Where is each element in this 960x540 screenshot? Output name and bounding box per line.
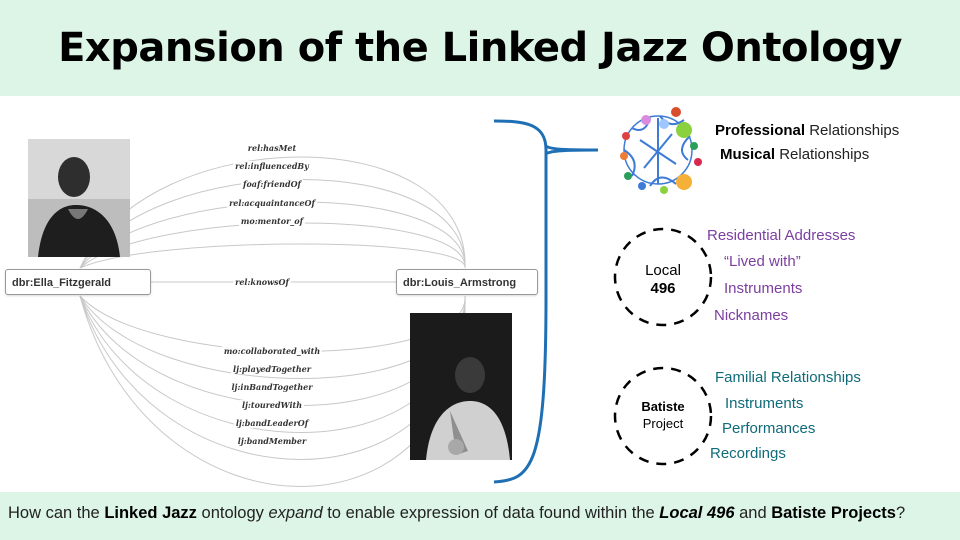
- portrait-illustration: [28, 139, 130, 257]
- network-icon: [620, 107, 702, 194]
- title-banner: [0, 0, 960, 96]
- batiste-item: Recordings: [710, 445, 786, 462]
- local496-circle: [613, 227, 713, 327]
- batiste-item: Familial Relationships: [715, 369, 861, 386]
- musical-relationships: Musical Relationships: [720, 146, 870, 163]
- rel-label: lj:touredWith: [239, 400, 305, 410]
- curly-brace: [493, 119, 548, 484]
- rel-label: lj:bandMember: [235, 436, 309, 446]
- node-louis-armstrong[interactable]: dbr:Louis_Armstrong: [396, 269, 538, 295]
- arc-top-1: [79, 156, 466, 269]
- research-question: How can the Linked Jazz ontology expand …: [8, 504, 906, 522]
- rel-label: rel:influencedBy: [233, 161, 311, 171]
- brace-tip: [544, 144, 599, 156]
- arc-bottom-1: [79, 295, 466, 352]
- arc-top-5: [79, 243, 466, 269]
- batiste-circle: [613, 366, 713, 466]
- professional-relationships: Professional Relationships: [715, 122, 900, 139]
- local496-label: Local 496: [645, 262, 681, 297]
- rel-label: lj:playedTogether: [231, 364, 313, 374]
- louis-armstrong-photo: [410, 313, 512, 460]
- batiste-label: Batiste Project: [641, 399, 685, 431]
- rel-label: rel:acquaintanceOf: [227, 198, 317, 208]
- portrait-illustration: [410, 313, 512, 460]
- local496-item: Nicknames: [714, 307, 789, 324]
- rel-label: rel:knowsOf: [233, 277, 291, 287]
- local496-item: Instruments: [724, 280, 803, 297]
- local496-item: Residential Addresses: [707, 227, 856, 244]
- rel-label: mo:mentor_of: [238, 216, 306, 226]
- question-banner: [0, 492, 960, 540]
- rel-label: lj:bandLeaderOf: [233, 418, 311, 428]
- arc-top-3: [79, 201, 466, 269]
- rel-label: mo:collaborated_with: [221, 346, 323, 356]
- batiste-item: Instruments: [725, 395, 804, 412]
- rel-label: rel:hasMet: [245, 143, 299, 153]
- ella-fitzgerald-photo: [28, 139, 130, 257]
- local496-item: “Lived with”: [724, 253, 801, 270]
- rel-label: foaf:friendOf: [241, 179, 303, 189]
- page-title: Expansion of the Linked Jazz Ontology: [58, 25, 902, 71]
- batiste-item: Performances: [722, 420, 816, 437]
- node-ella-fitzgerald[interactable]: dbr:Ella_Fitzgerald: [5, 269, 151, 295]
- rel-label: lj:inBandTogether: [229, 382, 315, 392]
